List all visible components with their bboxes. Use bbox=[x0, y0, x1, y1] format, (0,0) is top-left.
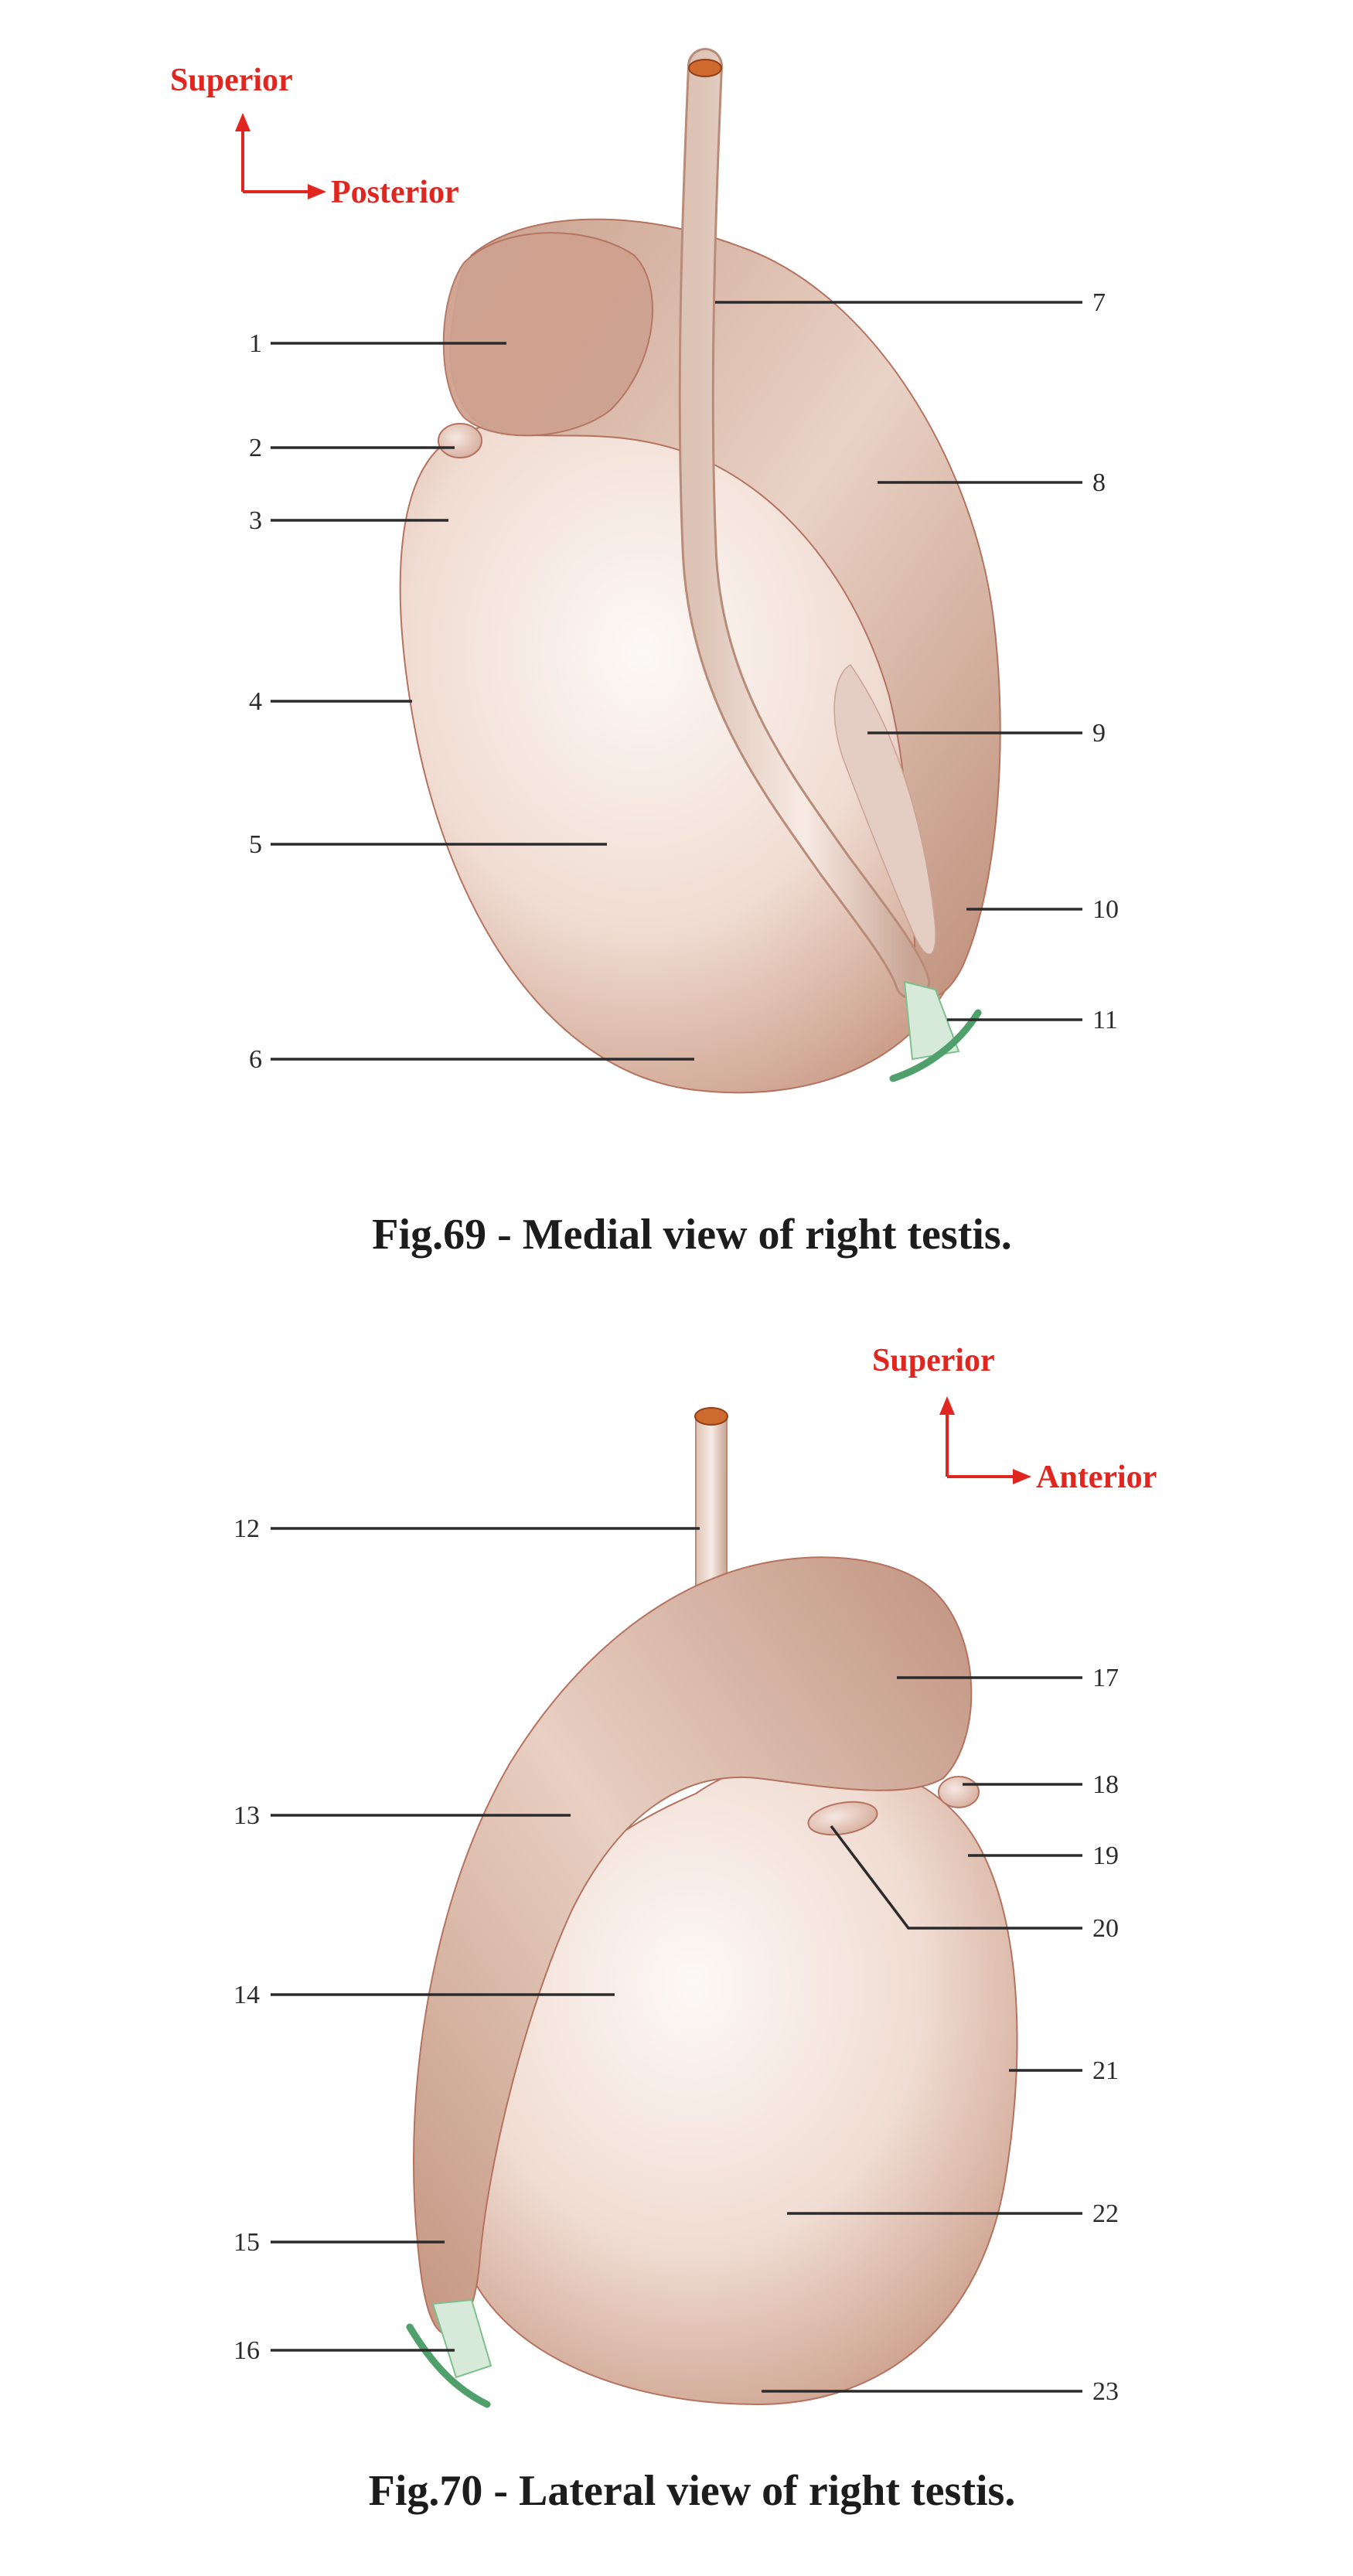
label-10: 10 bbox=[1092, 895, 1119, 924]
orientation-indicator-fig70: Superior Anterior bbox=[872, 1343, 1157, 1495]
label-17: 17 bbox=[1092, 1664, 1119, 1692]
appendix-of-testis-medial bbox=[438, 423, 482, 458]
ligament-lateral bbox=[406, 2298, 492, 2408]
orientation-indicator-fig69: Superior Posterior bbox=[170, 63, 459, 210]
label-16: 16 bbox=[233, 2336, 260, 2365]
epididymis-lateral bbox=[413, 1556, 973, 2336]
ligament-medial bbox=[889, 980, 982, 1082]
leader-lines-fig70 bbox=[271, 1527, 1082, 2393]
label-6: 6 bbox=[249, 1045, 262, 1074]
label-8: 8 bbox=[1092, 469, 1106, 497]
ductus-lumen-medial bbox=[688, 59, 722, 77]
label-5: 5 bbox=[249, 830, 262, 859]
label-21: 21 bbox=[1092, 2056, 1119, 2085]
ductus-deferens-lateral bbox=[695, 1414, 728, 1593]
labels-fig70: 12 13 14 15 16 17 18 19 20 21 22 23 bbox=[233, 1515, 1119, 2406]
caption-fig69: Fig.69 - Medial view of right testis. bbox=[372, 1211, 1011, 1259]
label-3: 3 bbox=[249, 506, 262, 535]
ductus-lumen-lateral bbox=[694, 1407, 728, 1426]
label-15: 15 bbox=[233, 2228, 260, 2257]
label-4: 4 bbox=[249, 687, 262, 716]
appendix-of-epididymis bbox=[807, 1801, 878, 1836]
orientation-posterior-label: Posterior bbox=[331, 175, 459, 210]
label-23: 23 bbox=[1092, 2377, 1119, 2406]
orientation-superior-label: Superior bbox=[170, 63, 293, 98]
leader-lines-fig69 bbox=[271, 301, 1082, 1061]
epididymis-head-medial bbox=[442, 232, 653, 437]
ductus-deferens-medial-highlight bbox=[680, 50, 928, 997]
caption-fig70: Fig.70 - Lateral view of right testis. bbox=[369, 2467, 1016, 2515]
label-7: 7 bbox=[1092, 288, 1106, 317]
sinus-of-epididymis bbox=[833, 664, 936, 955]
label-14: 14 bbox=[233, 1981, 260, 2009]
label-2: 2 bbox=[249, 434, 262, 462]
label-18: 18 bbox=[1092, 1770, 1119, 1799]
label-12: 12 bbox=[233, 1515, 260, 1543]
orientation-anterior-label: Anterior bbox=[1036, 1460, 1157, 1495]
label-9: 9 bbox=[1092, 719, 1106, 748]
orientation-superior-label-2: Superior bbox=[872, 1343, 995, 1378]
label-13: 13 bbox=[233, 1801, 260, 1830]
figure-69: Superior Posterior bbox=[170, 48, 1119, 1259]
appendix-of-testis-lateral bbox=[938, 1776, 980, 1808]
label-19: 19 bbox=[1092, 1842, 1119, 1870]
labels-fig69: 1 2 3 4 5 6 7 8 9 10 11 bbox=[249, 288, 1119, 1074]
label-11: 11 bbox=[1092, 1006, 1118, 1034]
label-1: 1 bbox=[249, 329, 262, 358]
figure-70: Superior Anterior bbox=[233, 1343, 1157, 2515]
label-22: 22 bbox=[1092, 2199, 1119, 2228]
label-20: 20 bbox=[1092, 1914, 1119, 1943]
